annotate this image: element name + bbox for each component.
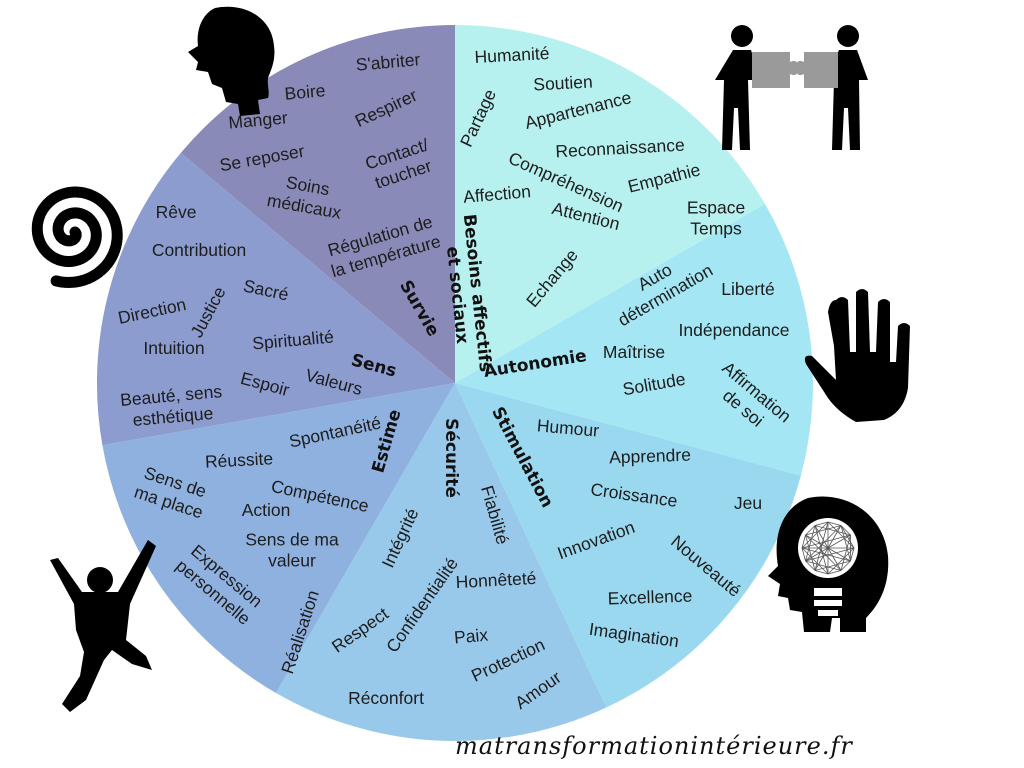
- need-item: Intuition: [143, 338, 204, 358]
- need-item: Jeu: [734, 493, 762, 513]
- wedge-besoins-affectifs: [455, 25, 765, 383]
- need-item: Humanité: [474, 43, 550, 67]
- hand-icon: [804, 289, 910, 422]
- spiral-icon: [31, 186, 123, 289]
- wedge-sens: [96, 152, 456, 446]
- need-item: Excellence: [607, 586, 692, 609]
- category-label-securite: Sécurité: [441, 418, 461, 498]
- need-item: Action: [242, 500, 291, 520]
- website-signature: matransformationintérieure.fr: [455, 732, 853, 760]
- wedge-estime: [102, 383, 456, 693]
- lightbulb-head-icon: [768, 496, 889, 632]
- head-icon: [188, 6, 275, 117]
- wedge-securite: [276, 383, 607, 742]
- need-item: Rêve: [156, 202, 197, 222]
- need-item: Apprendre: [609, 445, 691, 468]
- jumping-person-icon: [50, 540, 156, 712]
- need-item: Soutien: [533, 71, 593, 94]
- need-item: Maîtrise: [603, 342, 665, 362]
- need-item: Réussite: [204, 448, 273, 472]
- category-label-besoins-affectifs: Besoins affectifset sociaux: [439, 213, 495, 375]
- need-item: Honnêteté: [455, 568, 537, 592]
- need-item: Contribution: [152, 240, 246, 260]
- need-item: Boire: [284, 80, 326, 103]
- need-item: Réconfort: [348, 688, 424, 708]
- wedge-autonomie: [455, 204, 813, 476]
- need-item: Paix: [453, 625, 489, 648]
- need-item: Indépendance: [679, 320, 790, 340]
- wedge-stimulation: [455, 383, 801, 708]
- need-item: Liberté: [721, 279, 775, 299]
- puzzle-people-icon: [715, 25, 868, 150]
